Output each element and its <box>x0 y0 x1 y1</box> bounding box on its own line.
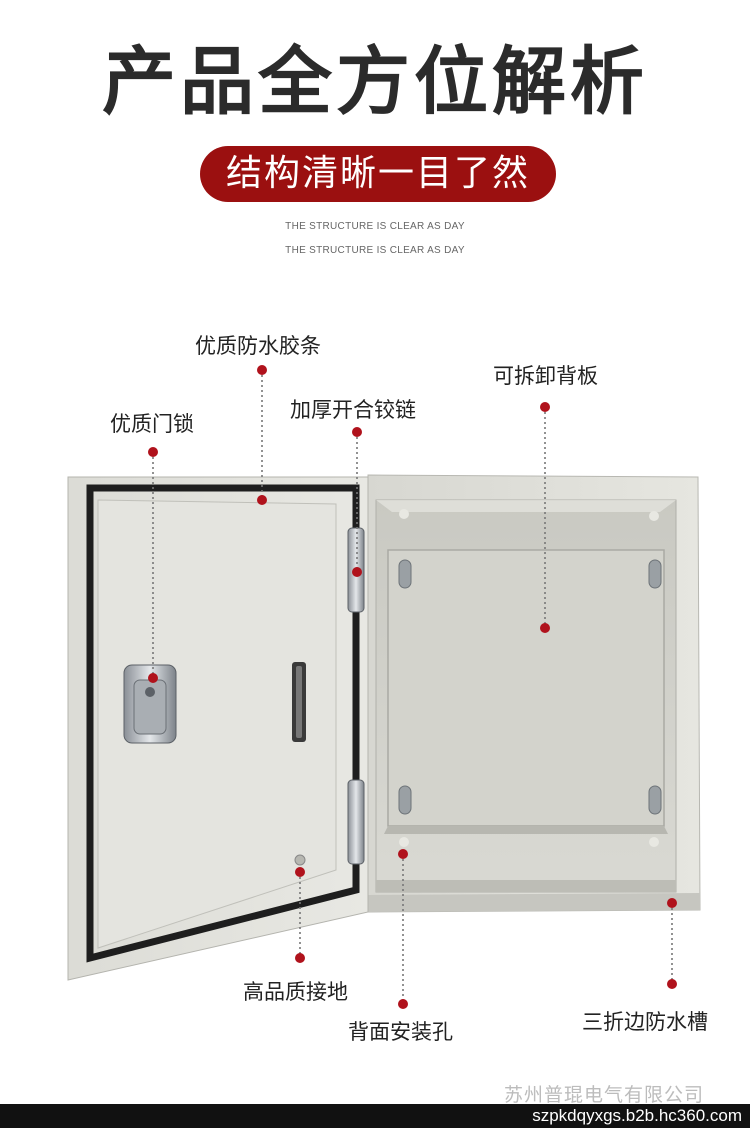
english-tagline-1: THE STRUCTURE IS CLEAR AS DAY <box>285 221 465 232</box>
site-watermark: szpkdqyxgs.b2b.hc360.com <box>532 1106 742 1125</box>
page-title: 产品全方位解析 <box>102 39 648 125</box>
door-lock <box>123 664 177 744</box>
cabinet-body <box>367 474 701 913</box>
cabinet-door <box>67 476 369 981</box>
callout-mount-hole: 背面安装孔 <box>348 1020 453 1044</box>
callout-grounding: 高品质接地 <box>243 980 348 1004</box>
english-tagline-2: THE STRUCTURE IS CLEAR AS DAY <box>285 245 465 256</box>
callout-water-groove: 三折边防水槽 <box>582 1010 708 1034</box>
callout-back-plate: 可拆卸背板 <box>493 364 598 388</box>
callout-lines <box>152 370 673 1004</box>
cabinet-illustration <box>67 365 701 1009</box>
callout-markers <box>148 365 677 1009</box>
callout-hinge: 加厚开合铰链 <box>290 398 416 422</box>
subtitle-banner: 结构清晰一目了然 <box>200 146 556 202</box>
callout-door-lock: 优质门锁 <box>110 412 194 436</box>
callout-gasket: 优质防水胶条 <box>195 334 321 358</box>
footer-bar <box>0 1104 750 1128</box>
company-watermark: 苏州普琨电气有限公司 <box>504 1084 705 1106</box>
